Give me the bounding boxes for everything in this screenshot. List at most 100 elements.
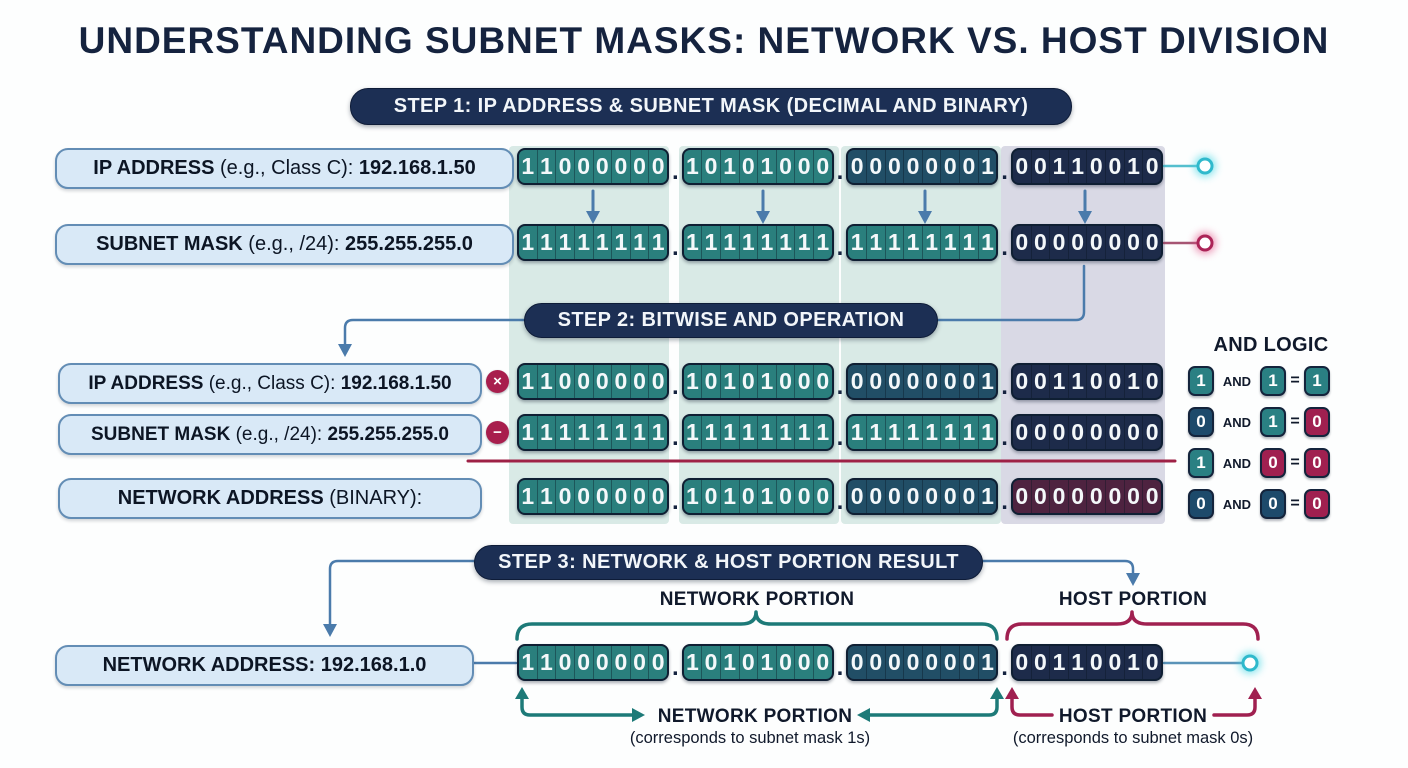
octet-separator-dot: . [671, 488, 679, 515]
bit-cell: 0 [738, 646, 758, 679]
bit-cell: 1 [536, 646, 556, 679]
bit-cell: 1 [573, 416, 593, 449]
bit-cell: 0 [1142, 416, 1161, 449]
bit-cell: 0 [813, 365, 832, 398]
bit-cell: 1 [701, 416, 720, 449]
bit-cell: 1 [1123, 150, 1143, 183]
bit-cell: 0 [611, 365, 630, 398]
bit-cell: 1 [775, 226, 795, 259]
bit-cell: 0 [648, 480, 667, 513]
bit-cell: 1 [794, 416, 813, 449]
bit-cell: 0 [629, 150, 649, 183]
bit-cell: 1 [1123, 365, 1143, 398]
bit-cell: 1 [738, 226, 758, 259]
bit-cell: 1 [592, 226, 612, 259]
and-logic-row: 0 AND 1 = 0 [1188, 407, 1358, 437]
bit-cell: 1 [536, 416, 556, 449]
mask-label-note: (e.g., /24): [230, 423, 328, 445]
octet-separator-dot: . [1001, 234, 1008, 261]
bit-cell: 1 [686, 153, 699, 179]
octet-separator-dot: . [1001, 158, 1008, 185]
ip-label-note: (e.g., Class C): [214, 157, 359, 179]
step3-left-arrow [323, 559, 476, 637]
bit-cell: 1 [813, 416, 832, 449]
bit-cell: 0 [775, 646, 795, 679]
octet-separator-dot: . [836, 158, 844, 185]
bit-cell: 0 [611, 150, 630, 183]
octet-separator-dot: . [1001, 373, 1008, 400]
bit-cell: 0 [865, 480, 885, 513]
bit-cell: 1 [536, 226, 556, 259]
page-title: UNDERSTANDING SUBNET MASKS: NETWORK VS. … [78, 20, 1330, 61]
bit-cell: 0 [592, 646, 612, 679]
octet-separator-dot: . [671, 158, 679, 185]
bit-chip: 0 [1260, 489, 1286, 519]
bit-cell: 0 [592, 150, 612, 183]
step2-left-arrow [338, 318, 527, 357]
bit-cell: 1 [903, 416, 922, 449]
bit-chip: 1 [1260, 366, 1286, 396]
host-portion-brace [1005, 610, 1260, 641]
bit-cell: 0 [775, 480, 795, 513]
bit-cell: 1 [903, 226, 922, 259]
bit-cell: 1 [921, 416, 941, 449]
bit-cell: 0 [921, 480, 941, 513]
bit-cell: 1 [648, 416, 667, 449]
network-address-binary-label: NETWORK ADDRESS (BINARY): [58, 478, 482, 519]
bit-cell: 0 [1086, 646, 1105, 679]
bit-cell: 1 [629, 226, 649, 259]
octet-separator-dot: . [1001, 424, 1008, 451]
bit-cell: 0 [1086, 150, 1105, 183]
bit-cell: 0 [959, 480, 978, 513]
bit-cell: 1 [959, 226, 978, 259]
ip-label-bold: IP ADDRESS [88, 372, 204, 394]
bit-cell: 1 [521, 229, 535, 255]
bit-cell: 0 [1067, 226, 1087, 259]
step2-header: STEP 2: BITWISE AND OPERATION [524, 303, 938, 338]
bit-cell: 0 [1049, 480, 1068, 513]
bit-cell: 0 [1086, 365, 1105, 398]
network-portion-bottom-label: NETWORK PORTION [657, 706, 853, 727]
bit-cell: 0 [701, 150, 720, 183]
bit-cell: 1 [629, 416, 649, 449]
bit-chip: 1 [1304, 366, 1330, 396]
connector-node-cyan [1194, 155, 1216, 177]
network-portion-heading: NETWORK PORTION [659, 589, 855, 610]
mask-label-bold: SUBNET MASK [90, 423, 231, 445]
bit-cell: 0 [959, 365, 978, 398]
bit-chip: 0 [1260, 448, 1286, 478]
network-portion-caption: (corresponds to subnet mask 1s) [629, 729, 871, 747]
octet-separator-dot: . [671, 234, 679, 261]
bit-cell: 0 [738, 480, 758, 513]
bit-cell: 0 [813, 150, 832, 183]
bit-cell: 0 [1049, 226, 1068, 259]
bit-cell: 1 [521, 419, 535, 445]
bit-cell: 0 [921, 150, 941, 183]
network-address-result-label: NETWORK ADDRESS: 192.168.1.0 [55, 645, 474, 686]
bit-cell: 1 [719, 226, 739, 259]
bit-cell: 0 [1015, 153, 1029, 179]
bit-cell: 1 [573, 226, 593, 259]
bit-cell: 0 [573, 150, 593, 183]
bit-cell: 0 [738, 365, 758, 398]
bit-cell: 0 [1015, 419, 1029, 445]
bit-cell: 0 [884, 646, 904, 679]
and-logic-row: 0 AND 0 = 0 [1188, 489, 1358, 519]
bit-cell: 0 [884, 150, 904, 183]
bit-cell: 1 [757, 365, 776, 398]
bit-cell: 1 [850, 229, 864, 255]
step3-right-arrow [979, 559, 1140, 586]
bit-cell: 1 [611, 416, 630, 449]
bit-cell: 1 [1049, 365, 1068, 398]
host-portion-bottom-label: HOST PORTION [1058, 706, 1208, 727]
octet-separator-dot: . [836, 373, 844, 400]
bit-cell: 0 [648, 365, 667, 398]
bit-cell: 0 [1142, 365, 1161, 398]
bit-cell: 0 [1067, 416, 1087, 449]
